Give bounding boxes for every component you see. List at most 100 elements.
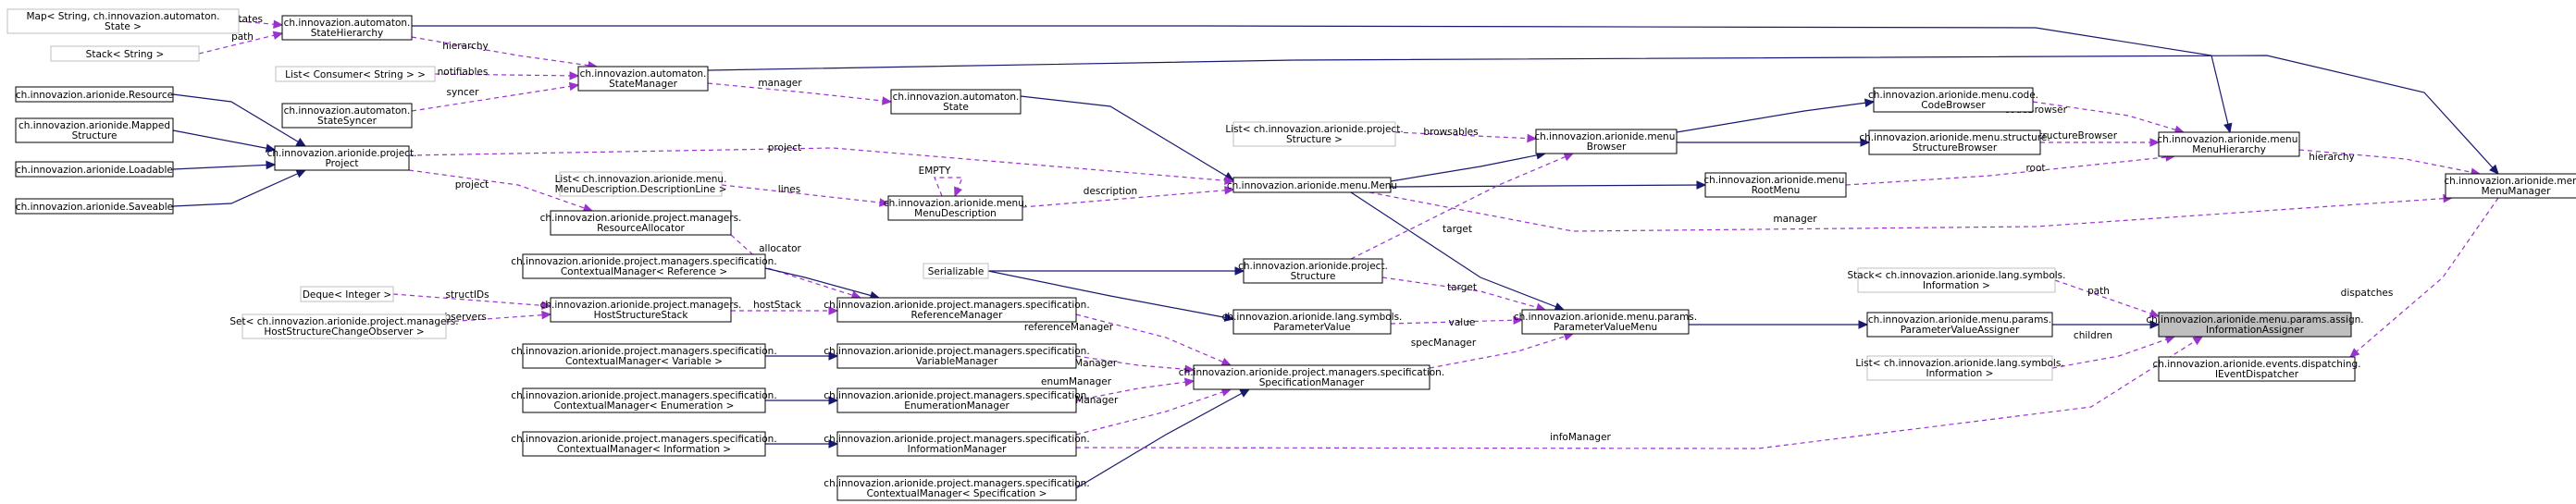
class-node-root-menu[interactable]: ch.innovazion.arionide.menu.RootMenu xyxy=(1703,172,1848,198)
node-box xyxy=(300,286,394,302)
class-node-resource-allocator[interactable]: ch.innovazion.arionide.project.managers.… xyxy=(540,210,742,236)
node-box xyxy=(522,253,766,279)
node-label-line: ch.innovazion.arionide.menu. xyxy=(1534,131,1678,142)
class-node-deque-int[interactable]: Deque< Integer > xyxy=(300,286,394,302)
edge-menu-to-parameter_value_menu xyxy=(1350,191,1566,312)
edge-label: infoManager xyxy=(1550,432,1611,443)
class-node-menu-manager[interactable]: ch.innovazion.arionide.menu.MenuManager xyxy=(2444,173,2576,199)
arrow-head xyxy=(568,81,580,92)
node-box xyxy=(1704,172,1847,198)
class-node-loadable[interactable]: ch.innovazion.arionide.Loadable xyxy=(15,161,174,178)
edge-menu-to-menu_manager: manager xyxy=(1368,191,2454,232)
edge-label: EMPTY xyxy=(919,166,951,177)
class-node-list-information[interactable]: List< ch.innovazion.arionide.lang.symbol… xyxy=(1855,355,2064,381)
arrow-head xyxy=(266,160,277,170)
edge-parameter_value-to-parameter_value_menu: value xyxy=(1390,315,1524,328)
class-node-event-dispatcher[interactable]: ch.innovazion.arionide.events.dispatchin… xyxy=(2152,356,2361,382)
edge-line xyxy=(172,164,276,170)
class-node-cm-variable[interactable]: ch.innovazion.arionide.project.managers.… xyxy=(511,343,777,369)
edge-line xyxy=(411,84,579,112)
node-box xyxy=(836,475,1077,501)
node-label-line: ContextualManager< Variable > xyxy=(565,356,723,367)
node-label-line: MenuDescription xyxy=(914,208,997,219)
edge-label: project xyxy=(455,179,489,191)
class-node-stack-string[interactable]: Stack< String > xyxy=(50,45,200,62)
node-box xyxy=(1243,258,1383,284)
edge-line xyxy=(434,73,579,77)
node-label-line: Serializable xyxy=(928,266,985,277)
node-label-line: ContextualManager< Enumeration > xyxy=(554,400,735,412)
class-node-parameter-value-assigner[interactable]: ch.innovazion.arionide.menu.params.Param… xyxy=(1866,312,2053,338)
node-label-line: CodeBrowser xyxy=(1921,100,1986,111)
class-node-enumeration-manager[interactable]: ch.innovazion.arionide.project.managers.… xyxy=(824,387,1090,413)
class-node-list-consumer[interactable]: List< Consumer< String > > xyxy=(275,66,436,82)
class-node-cm-reference[interactable]: ch.innovazion.arionide.project.managers.… xyxy=(511,253,777,279)
node-box xyxy=(242,313,447,339)
class-node-structure[interactable]: ch.innovazion.arionide.project.Structure xyxy=(1238,258,1388,284)
class-node-set-observer[interactable]: Set< ch.innovazion.arionide.project.mana… xyxy=(229,313,459,339)
edge-line xyxy=(934,177,963,197)
class-node-saveable[interactable]: ch.innovazion.arionide.Saveable xyxy=(15,198,174,215)
class-node-state-manager[interactable]: ch.innovazion.automaton.StateManager xyxy=(577,66,709,92)
node-box xyxy=(1232,309,1392,335)
node-box xyxy=(836,343,1077,369)
edge-stack_information-to-information_assigner: path xyxy=(2054,279,2161,318)
edge-structure-to-browser: target xyxy=(1350,153,1575,260)
arrow-head xyxy=(828,439,839,449)
class-node-state[interactable]: ch.innovazion.automaton.State xyxy=(890,89,1022,115)
node-label-line: ch.innovazion.arionide.project.managers.… xyxy=(511,434,776,445)
class-node-cm-enumeration[interactable]: ch.innovazion.arionide.project.managers.… xyxy=(511,387,777,413)
edge-line xyxy=(412,25,2231,133)
arrow-head xyxy=(273,19,284,29)
class-node-resource[interactable]: ch.innovazion.arionide.Resource xyxy=(15,86,174,103)
class-node-state-syncer[interactable]: ch.innovazion.automaton.StateSyncer xyxy=(281,103,413,129)
class-node-list-desc-line[interactable]: List< ch.innovazion.arionide.menu.MenuDe… xyxy=(555,171,727,197)
node-label-line: ch.innovazion.arionide.Resource xyxy=(16,90,173,101)
class-node-variable-manager[interactable]: ch.innovazion.arionide.project.managers.… xyxy=(824,343,1090,369)
class-node-code-browser[interactable]: ch.innovazion.arionide.menu.code.CodeBro… xyxy=(1868,87,2038,113)
class-node-cm-specification[interactable]: ch.innovazion.arionide.project.managers.… xyxy=(824,475,1090,501)
edge-parameter_value_assigner-to-information_assigner xyxy=(2052,320,2161,329)
edge-line xyxy=(2349,197,2499,358)
class-node-serializable[interactable]: Serializable xyxy=(923,263,989,279)
class-node-reference-manager[interactable]: ch.innovazion.arionide.project.managers.… xyxy=(824,297,1090,323)
node-label-line: Set< ch.innovazion.arionide.project.mana… xyxy=(229,316,458,327)
class-node-list-structure[interactable]: List< ch.innovazion.arionide.project.Str… xyxy=(1225,121,1404,147)
edge-line xyxy=(172,169,306,207)
edge-project-to-menu: project xyxy=(408,142,1235,185)
arrow-head xyxy=(1239,388,1251,398)
node-box xyxy=(923,263,989,279)
node-label-line: List< ch.innovazion.arionide.menu. xyxy=(555,174,727,185)
class-node-stack-information[interactable]: Stack< ch.innovazion.arionide.lang.symbo… xyxy=(1848,267,2066,293)
arrow-head xyxy=(541,310,552,320)
arrow-head xyxy=(1527,133,1538,143)
node-label-line: MenuDescription.DescriptionLine > xyxy=(555,184,727,195)
edge-line xyxy=(1381,277,1546,311)
class-node-host-structure-stack[interactable]: ch.innovazion.arionide.project.managers.… xyxy=(540,297,742,323)
class-node-parameter-value-menu[interactable]: ch.innovazion.arionide.menu.params.Param… xyxy=(1514,309,1697,335)
class-node-browser[interactable]: ch.innovazion.arionide.menu.Browser xyxy=(1534,129,1678,154)
node-box xyxy=(1866,355,2053,381)
class-node-menu[interactable]: ch.innovazion.arionide.menu.Menu xyxy=(1227,177,1397,193)
node-box xyxy=(1193,364,1430,390)
class-node-project[interactable]: ch.innovazion.arionide.project.Project xyxy=(267,145,417,171)
class-node-structure-browser[interactable]: ch.innovazion.arionide.menu.structure.St… xyxy=(1859,129,2050,155)
class-node-parameter-value[interactable]: ch.innovazion.arionide.lang.symbols.Para… xyxy=(1222,309,1403,335)
class-node-state-hierarchy[interactable]: ch.innovazion.automaton.StateHierarchy xyxy=(281,15,413,41)
class-node-information-manager[interactable]: ch.innovazion.arionide.project.managers.… xyxy=(824,431,1090,457)
edge-line xyxy=(411,36,598,68)
class-node-specification-manager[interactable]: ch.innovazion.arionide.project.managers.… xyxy=(1179,364,1444,390)
class-node-menu-hierarchy[interactable]: ch.innovazion.arionide.menu.MenuHierarch… xyxy=(2157,131,2301,157)
edge-line xyxy=(198,32,283,55)
node-label-line: Information > xyxy=(1926,368,1994,379)
edge-enumeration_manager-to-specification_manager: enumManager xyxy=(1041,376,1195,401)
arrow-head xyxy=(2149,320,2161,329)
class-node-information-assigner[interactable]: ch.innovazion.arionide.menu.params.assig… xyxy=(2146,312,2364,338)
class-node-map-states[interactable]: Map< String, ch.innovazion.automaton.Sta… xyxy=(6,8,240,34)
class-node-cm-information[interactable]: ch.innovazion.arionide.project.managers.… xyxy=(511,431,777,457)
edge-line xyxy=(1075,388,1250,489)
edge-label: children xyxy=(2074,330,2112,341)
class-node-menu-description[interactable]: ch.innovazion.arionide.menu.MenuDescript… xyxy=(884,195,1027,221)
node-box xyxy=(2445,173,2576,199)
